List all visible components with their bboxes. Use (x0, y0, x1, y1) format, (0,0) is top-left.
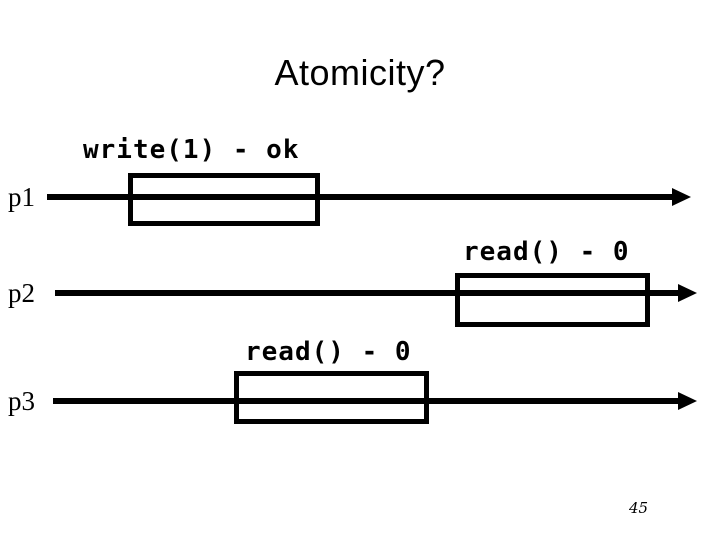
p1-operation-label: write(1) - ok (83, 135, 300, 165)
p1-process-label: p1 (8, 182, 35, 212)
p1-timeline-line (47, 194, 673, 200)
p3-operation-label: read() - 0 (245, 337, 412, 367)
p1-operation-box (128, 173, 320, 226)
p2-operation-label: read() - 0 (463, 237, 630, 267)
p3-process-label: p3 (8, 386, 35, 416)
p1-arrow-head (672, 188, 691, 206)
p2-timeline-line (55, 290, 679, 296)
p2-process-label: p2 (8, 278, 35, 308)
p2-arrow-head (678, 284, 697, 302)
p3-timeline-line (53, 398, 679, 404)
p2-operation-box (455, 273, 650, 327)
page-number: 45 (629, 499, 649, 517)
slide-title: Atomicity? (274, 52, 446, 93)
p3-operation-box (234, 371, 429, 424)
p3-arrow-head (678, 392, 697, 410)
